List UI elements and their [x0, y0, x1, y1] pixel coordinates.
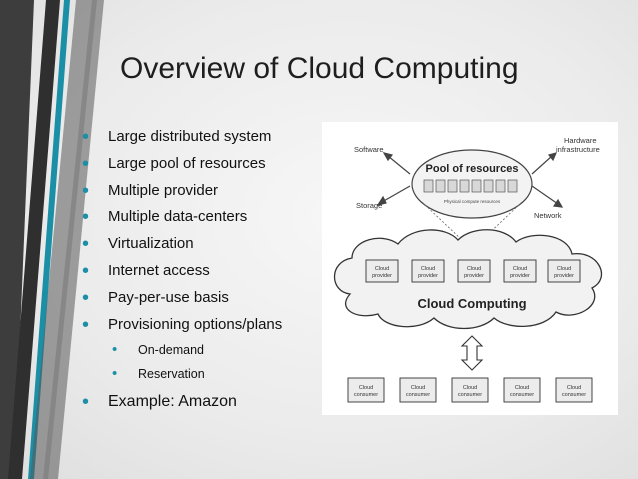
sub-bullet-item: • Reservation — [82, 362, 322, 386]
bullet-item: • Pay-per-use basis — [82, 285, 322, 312]
provider-label: Cloud — [557, 266, 571, 272]
network-label: Network — [534, 211, 562, 220]
slide-title: Overview of Cloud Computing — [120, 52, 519, 85]
server-icons — [423, 179, 518, 193]
provider-boxes — [365, 259, 581, 283]
bullet-marker: • — [82, 313, 90, 336]
bullet-text: Example: Amazon — [108, 393, 237, 411]
bullet-text: Multiple data-centers — [108, 208, 248, 226]
consumer-label: consumer — [354, 392, 378, 398]
bullet-marker: • — [82, 259, 90, 282]
bullet-text: Multiple provider — [108, 181, 219, 199]
provider-label: Cloud — [467, 266, 481, 272]
bullet-text: Large distributed system — [108, 128, 272, 145]
bullet-item: • Large distributed system — [82, 124, 322, 151]
provider-label: provider — [418, 273, 438, 279]
bullet-item: • Virtualization — [82, 231, 322, 258]
provider-label: provider — [372, 273, 392, 279]
pool-caption: Physical compute resources — [444, 199, 501, 204]
cloud-diagram: Software Storage Hardware infrastructure… — [322, 122, 618, 415]
bullet-marker: • — [112, 365, 118, 383]
provider-label: provider — [464, 273, 484, 279]
sub-bullet-item: • On-demand — [82, 338, 322, 362]
consumer-boxes — [347, 377, 593, 403]
consumer-labels: Cloud consumer Cloud consumer Cloud cons… — [354, 385, 586, 398]
bullet-marker: • — [112, 341, 118, 359]
consumer-label: consumer — [562, 392, 586, 398]
bullet-item: • Provisioning options/plans — [82, 312, 322, 339]
bullet-marker: • — [82, 206, 90, 229]
cloud-label: Cloud Computing — [417, 296, 526, 311]
provider-label: provider — [554, 273, 574, 279]
bullet-text: Virtualization — [108, 235, 194, 253]
bullet-marker: • — [82, 391, 90, 414]
provider-label: provider — [510, 273, 530, 279]
consumer-label: Cloud — [567, 385, 581, 391]
bullet-text: Reservation — [138, 367, 205, 382]
consumer-label: consumer — [510, 392, 534, 398]
bullet-text: Pay-per-use basis — [108, 288, 229, 306]
decorative-stripes — [0, 0, 104, 479]
consumer-label: Cloud — [411, 385, 425, 391]
provider-label: Cloud — [421, 266, 435, 272]
bullet-text: Large pool of resources — [108, 154, 266, 172]
bullet-text: Provisioning options/plans — [108, 315, 283, 333]
pool-arrows — [376, 152, 564, 208]
consumer-label: Cloud — [359, 385, 373, 391]
software-label: Software — [354, 145, 384, 154]
double-arrow-icon — [460, 335, 484, 371]
consumer-label: consumer — [406, 392, 430, 398]
bullet-marker: • — [82, 152, 90, 175]
storage-label: Storage — [356, 201, 382, 210]
infrastructure-label: infrastructure — [556, 145, 600, 154]
bullet-item: • Large pool of resources — [82, 151, 322, 178]
provider-labels: Cloud provider Cloud provider Cloud prov… — [372, 266, 574, 279]
consumer-label: Cloud — [515, 385, 529, 391]
bullet-item: • Internet access — [82, 258, 322, 285]
pool-title: Pool of resources — [426, 163, 519, 175]
bullet-marker: • — [82, 179, 90, 202]
bullet-marker: • — [82, 286, 90, 309]
consumer-label: consumer — [458, 392, 482, 398]
bullet-text: On-demand — [138, 343, 205, 358]
bullet-item: • Example: Amazon — [82, 389, 322, 416]
bullet-list: • Large distributed system • Large pool of… — [82, 124, 322, 416]
provider-label: Cloud — [513, 266, 527, 272]
bullet-marker: • — [82, 126, 90, 148]
consumer-label: Cloud — [463, 385, 477, 391]
bullet-item: • Multiple data-centers — [82, 204, 322, 231]
bullet-marker: • — [82, 233, 90, 256]
provider-label: Cloud — [375, 266, 389, 272]
bullet-item: • Multiple provider — [82, 178, 322, 205]
bullet-text: Internet access — [108, 261, 210, 279]
hardware-label: Hardware — [564, 136, 597, 145]
